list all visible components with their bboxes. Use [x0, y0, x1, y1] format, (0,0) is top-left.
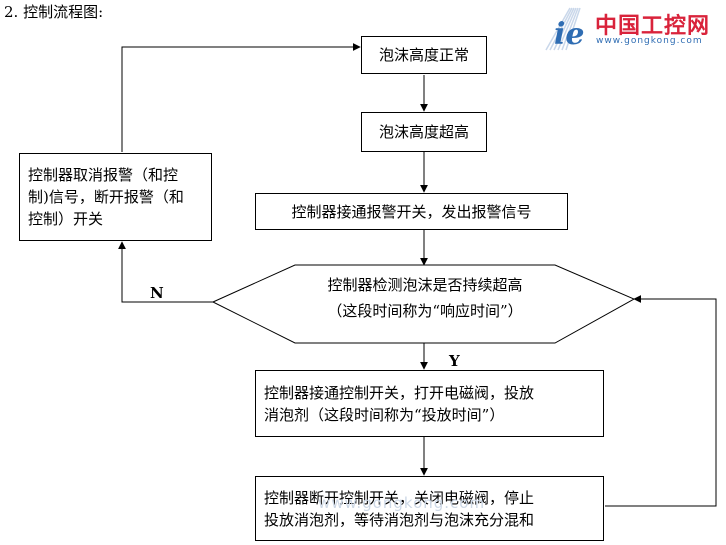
node-foam-high-label: 泡沫高度超高: [378, 123, 469, 141]
watermark: www.gongkong.com: [318, 494, 486, 512]
logo-url: www.gongkong.com: [596, 36, 703, 46]
branch-no-label: N: [150, 284, 164, 302]
node-detect-line1: 控制器检测泡沫是否持续超高: [327, 276, 523, 294]
node-cancel-line1: 控制器取消报警（和控: [28, 166, 179, 184]
arrow-detect-to-cancel: [118, 241, 213, 303]
node-detect-line2: （这段时间称为“响应时间”）: [327, 302, 523, 320]
node-cancel-alarm: 控制器取消报警（和控 制)信号，断开报警（和 控制）开关: [19, 153, 212, 241]
ie-logo-icon: ie: [545, 7, 584, 52]
node-cancel-line3: 控制）开关: [28, 210, 104, 228]
node-stop-line1: 控制器断开控制开关，关闭电磁阀，停止: [264, 488, 535, 507]
arrow-stop-to-detect: [605, 295, 717, 507]
node-dose-defoamer: 控制器接通控制开关，打开电磁阀，投放 消泡剂（这段时间称为“投放时间”）: [255, 370, 604, 437]
gongkong-logo: ie 中国工控网 www.gongkong.com: [540, 4, 722, 52]
page-title: 2. 控制流程图:: [4, 3, 104, 21]
node-stop-dosing: 控制器断开控制开关，关闭电磁阀，停止 投放消泡剂，等待消泡剂与泡沫充分混和: [255, 476, 604, 541]
node-detect-label: 控制器检测泡沫是否持续超高 （这段时间称为“响应时间”）: [250, 272, 600, 324]
node-stop-line2: 投放消泡剂，等待消泡剂与泡沫充分混和: [264, 510, 535, 529]
branch-yes-label: Y: [449, 352, 460, 370]
node-foam-normal-label: 泡沫高度正常: [378, 46, 469, 64]
node-dose-line2: 消泡剂（这段时间称为“投放时间”）: [264, 405, 505, 424]
node-alarm-on: 控制器接通报警开关，发出报警信号: [255, 193, 568, 230]
svg-text:ie: ie: [554, 17, 584, 52]
arrow-cancel-to-normal: [121, 43, 361, 152]
decision-diamond: [211, 264, 636, 344]
node-cancel-line2: 制)信号，断开报警（和: [28, 188, 184, 206]
node-alarm-on-label: 控制器接通报警开关，发出报警信号: [291, 202, 532, 221]
node-foam-normal: 泡沫高度正常: [361, 36, 487, 74]
logo-name: 中国工控网: [595, 14, 711, 39]
node-foam-high: 泡沫高度超高: [361, 112, 487, 152]
node-dose-line1: 控制器接通控制开关，打开电磁阀，投放: [264, 383, 535, 402]
